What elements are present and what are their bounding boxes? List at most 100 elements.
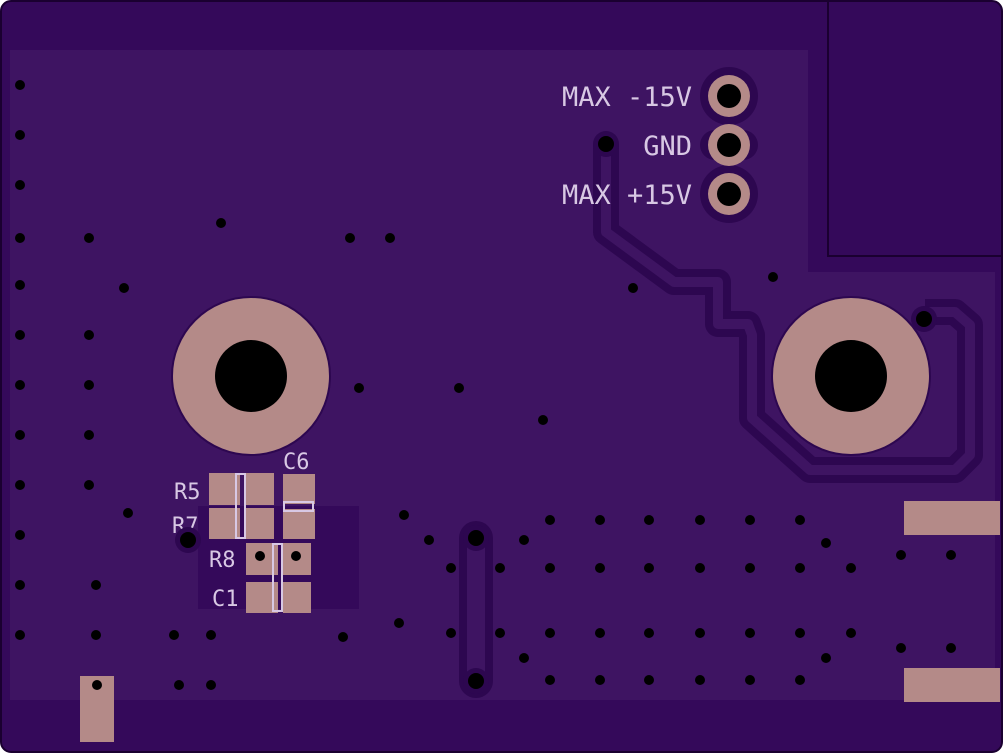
via bbox=[745, 563, 755, 573]
via bbox=[345, 233, 355, 243]
via bbox=[15, 530, 25, 540]
via bbox=[695, 675, 705, 685]
via bbox=[595, 563, 605, 573]
via bbox=[644, 515, 654, 525]
via bbox=[695, 628, 705, 638]
via bbox=[206, 680, 216, 690]
label-max-minus-15v: MAX -15V bbox=[562, 82, 692, 113]
via bbox=[92, 680, 102, 690]
mounting-hole-right bbox=[771, 296, 931, 456]
power-connector bbox=[700, 67, 758, 223]
via bbox=[424, 535, 434, 545]
via bbox=[354, 383, 364, 393]
via bbox=[846, 563, 856, 573]
via bbox=[519, 535, 529, 545]
via bbox=[15, 80, 25, 90]
via bbox=[795, 563, 805, 573]
via bbox=[338, 632, 348, 642]
via bbox=[545, 515, 555, 525]
edge-pad-right-top bbox=[904, 501, 1000, 535]
ref-r5: R5 bbox=[174, 480, 201, 505]
via bbox=[15, 130, 25, 140]
via bbox=[896, 643, 906, 653]
via bbox=[15, 480, 25, 490]
via-group bbox=[15, 80, 956, 694]
via bbox=[745, 628, 755, 638]
ref-r8: R8 bbox=[209, 548, 236, 573]
via bbox=[745, 675, 755, 685]
gnd-trace bbox=[593, 144, 983, 483]
via bbox=[169, 630, 179, 640]
via bbox=[15, 580, 25, 590]
via bbox=[180, 532, 196, 548]
via bbox=[644, 563, 654, 573]
via bbox=[84, 480, 94, 490]
via bbox=[495, 628, 505, 638]
silkscreen-outlines bbox=[235, 473, 314, 612]
via bbox=[84, 330, 94, 340]
via bbox=[446, 628, 456, 638]
via bbox=[545, 628, 555, 638]
via bbox=[255, 551, 265, 561]
via bbox=[695, 515, 705, 525]
via bbox=[896, 550, 906, 560]
via bbox=[15, 280, 25, 290]
via bbox=[399, 510, 409, 520]
edge-pad-right-bottom bbox=[904, 668, 1000, 702]
ref-c6: C6 bbox=[283, 450, 310, 475]
via bbox=[545, 563, 555, 573]
via bbox=[821, 538, 831, 548]
via bbox=[495, 563, 505, 573]
via bbox=[291, 551, 301, 561]
via bbox=[821, 653, 831, 663]
via bbox=[946, 643, 956, 653]
via bbox=[538, 415, 548, 425]
via bbox=[595, 515, 605, 525]
via bbox=[123, 508, 133, 518]
via bbox=[84, 430, 94, 440]
via bbox=[946, 550, 956, 560]
label-gnd: GND bbox=[643, 131, 692, 162]
ref-c1: C1 bbox=[212, 587, 239, 612]
via bbox=[385, 233, 395, 243]
via bbox=[15, 630, 25, 640]
mounting-hole-left bbox=[171, 296, 331, 456]
board-cutout-edge bbox=[827, 0, 1003, 257]
smd-pads bbox=[209, 473, 315, 613]
via bbox=[795, 515, 805, 525]
via bbox=[768, 272, 778, 282]
via bbox=[394, 618, 404, 628]
via bbox=[206, 630, 216, 640]
via bbox=[15, 233, 25, 243]
via bbox=[15, 380, 25, 390]
via bbox=[846, 628, 856, 638]
via bbox=[91, 580, 101, 590]
via bbox=[795, 628, 805, 638]
via bbox=[15, 180, 25, 190]
via bbox=[795, 675, 805, 685]
via bbox=[84, 380, 94, 390]
via bbox=[468, 673, 484, 689]
via bbox=[446, 563, 456, 573]
via bbox=[644, 628, 654, 638]
via bbox=[545, 675, 555, 685]
via bbox=[468, 530, 484, 546]
via bbox=[454, 383, 464, 393]
via bbox=[628, 283, 638, 293]
via bbox=[216, 218, 226, 228]
via bbox=[84, 233, 94, 243]
via bbox=[15, 430, 25, 440]
via bbox=[519, 653, 529, 663]
via bbox=[916, 311, 932, 327]
via bbox=[15, 330, 25, 340]
via bbox=[91, 630, 101, 640]
via bbox=[119, 283, 129, 293]
via bbox=[598, 136, 614, 152]
via bbox=[745, 515, 755, 525]
via bbox=[644, 675, 654, 685]
via bbox=[174, 680, 184, 690]
label-max-plus-15v: MAX +15V bbox=[562, 180, 692, 211]
via bbox=[595, 628, 605, 638]
